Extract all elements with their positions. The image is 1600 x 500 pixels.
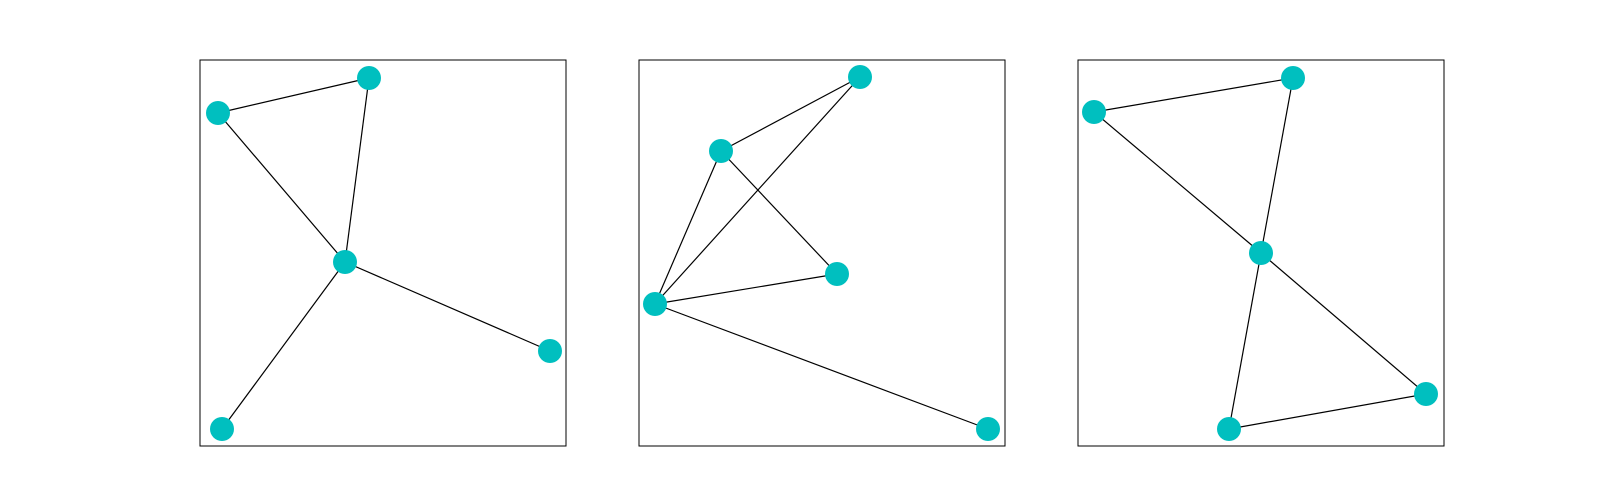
graph-edge <box>1228 252 1262 430</box>
graph-edge <box>217 77 370 114</box>
graph-node <box>333 250 357 274</box>
graph-edge <box>344 77 370 263</box>
graph-node <box>709 139 733 163</box>
graph-edge <box>1260 252 1427 395</box>
graph-node <box>848 65 872 89</box>
graph-node <box>1414 382 1438 406</box>
graph-node <box>357 66 381 90</box>
graph-panel-1 <box>199 59 567 447</box>
graph-edge <box>217 112 346 263</box>
graph-edge <box>654 150 722 305</box>
graph-panel-2 <box>638 59 1006 447</box>
graph-edge <box>221 261 346 430</box>
graph-node <box>210 417 234 441</box>
panel-frame <box>1077 59 1445 447</box>
graph-edge <box>720 150 838 275</box>
panel-frame <box>199 59 567 447</box>
graph-edge <box>654 273 838 305</box>
graph-node <box>1249 241 1273 265</box>
graph-edge <box>720 76 861 152</box>
graph-node <box>976 417 1000 441</box>
graph-node <box>206 101 230 125</box>
graph-node <box>538 339 562 363</box>
graph-node <box>825 262 849 286</box>
graph-node <box>1082 100 1106 124</box>
graph-edge <box>344 261 551 352</box>
graph-node <box>1281 66 1305 90</box>
graph-edge <box>1093 77 1294 113</box>
graph-node <box>643 292 667 316</box>
graph-edge <box>1260 77 1294 254</box>
graph-node <box>1217 417 1241 441</box>
graph-panel-3 <box>1077 59 1445 447</box>
graph-edge <box>1228 393 1427 430</box>
graph-edge <box>1093 111 1262 254</box>
panel-frame <box>638 59 1006 447</box>
graph-edge <box>654 303 989 430</box>
